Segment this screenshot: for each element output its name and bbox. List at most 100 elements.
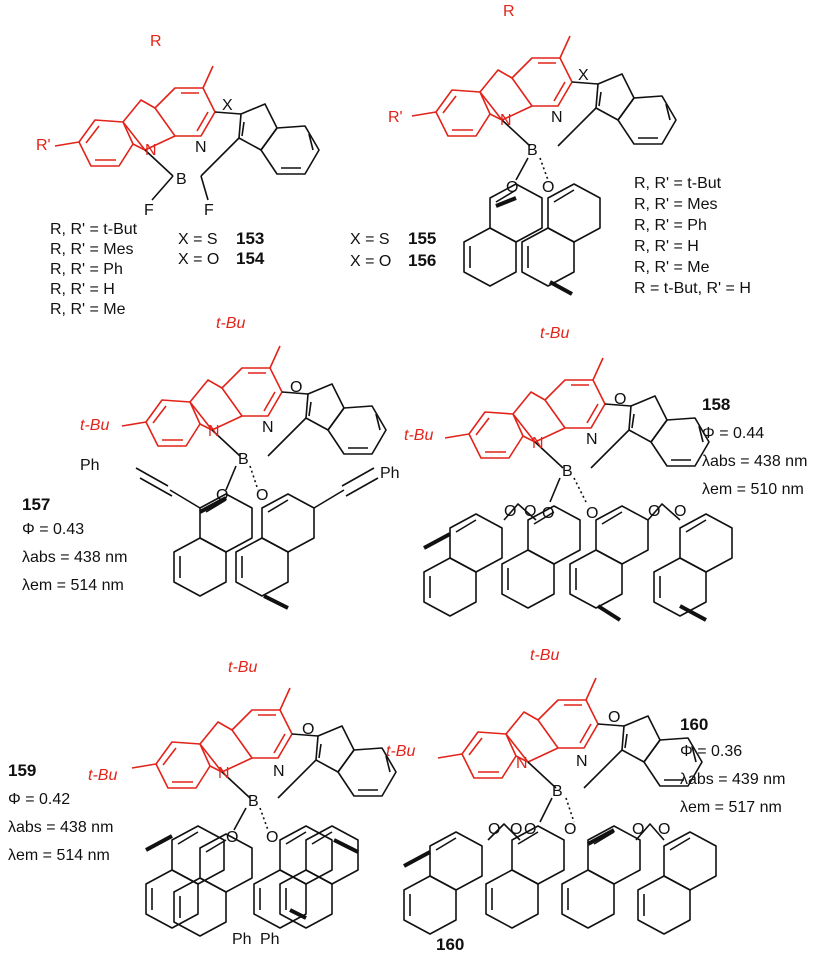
sub-tBu: t-Bu	[228, 659, 257, 676]
atom-O: O	[506, 179, 518, 196]
quantum-yield: Φ = 0.43	[22, 521, 84, 538]
atom-N: N	[208, 423, 220, 440]
sub-tBu: t-Bu	[530, 647, 559, 664]
atom-O: O	[632, 821, 644, 838]
atom-N: N	[273, 763, 285, 780]
atom-N: N	[551, 109, 563, 126]
atom-X: X	[578, 67, 589, 84]
atom-O: O	[614, 391, 626, 408]
atom-O: O	[524, 503, 536, 520]
atom-O: O	[226, 829, 238, 846]
structure-155-156: N N B O O X R R'	[388, 3, 677, 296]
sub-R-prime: R'	[36, 137, 51, 154]
atom-O: O	[586, 505, 598, 522]
atom-O: O	[524, 821, 536, 838]
atom-X: X	[222, 97, 233, 114]
atom-B: B	[176, 171, 187, 188]
atom-N: N	[516, 755, 528, 772]
substituent-line: R, R' = Mes	[50, 241, 134, 258]
atom-N: N	[576, 753, 588, 770]
sub-Ph: Ph	[232, 931, 252, 948]
absorption-max: λabs = 439 nm	[680, 771, 785, 788]
structure-160: N N B O O O O O O O t-Bu t-Bu 160	[386, 647, 717, 954]
sub-tBu: t-Bu	[386, 743, 415, 760]
atom-O: O	[266, 829, 278, 846]
atom-N: N	[262, 419, 274, 436]
atom-O: O	[488, 821, 500, 838]
atom-O: O	[658, 821, 670, 838]
substituent-line: R, R' = H	[634, 238, 699, 255]
atom-B: B	[248, 793, 259, 810]
substituent-line: R, R' = Me	[50, 301, 126, 318]
compound-id: 155	[408, 229, 436, 248]
atom-O: O	[510, 821, 522, 838]
absorption-max: λabs = 438 nm	[8, 819, 113, 836]
sub-R: R	[150, 33, 162, 50]
atom-O: O	[674, 503, 686, 520]
sub-R: R	[503, 3, 515, 20]
emission-max: λem = 514 nm	[8, 847, 110, 864]
atom-O: O	[542, 179, 554, 196]
emission-max: λem = 514 nm	[22, 577, 124, 594]
atom-N: N	[500, 112, 512, 129]
compound-id: 160	[680, 715, 708, 734]
sub-tBu: t-Bu	[404, 427, 433, 444]
substituent-line: R, R' = Mes	[634, 196, 718, 213]
atom-B: B	[552, 783, 563, 800]
atom-O: O	[290, 379, 302, 396]
x-definition: X = S	[350, 231, 390, 248]
atom-O: O	[504, 503, 516, 520]
atom-B: B	[527, 142, 538, 159]
atom-F: F	[204, 202, 214, 219]
compound-id-bottom: 160	[436, 935, 464, 954]
x-definition: X = O	[178, 251, 219, 268]
info-157: 157 Φ = 0.43 λabs = 438 nm λem = 514 nm	[22, 495, 127, 594]
atom-F: F	[144, 202, 154, 219]
sub-Ph: Ph	[380, 465, 400, 482]
absorption-max: λabs = 438 nm	[22, 549, 127, 566]
legend-153-154: R, R' = t-But R, R' = Mes R, R' = Ph R, …	[50, 221, 265, 318]
absorption-max: λabs = 438 nm	[702, 453, 807, 470]
quantum-yield: Φ = 0.36	[680, 743, 742, 760]
atom-O: O	[564, 821, 576, 838]
compound-id: 157	[22, 495, 50, 514]
structure-158: N N B O O O O O O O t-Bu t-Bu	[404, 325, 733, 622]
compound-id: 156	[408, 251, 436, 270]
atom-N: N	[218, 765, 230, 782]
structure-159: Ph Ph N N B O O O t-Bu t-Bu	[88, 659, 397, 948]
emission-max: λem = 510 nm	[702, 481, 804, 498]
atom-N: N	[532, 435, 544, 452]
atom-O: O	[256, 487, 268, 504]
atom-B: B	[238, 451, 249, 468]
atom-N: N	[145, 142, 157, 159]
quantum-yield: Φ = 0.44	[702, 425, 764, 442]
x-definition: X = S	[178, 231, 218, 248]
atom-N: N	[195, 139, 207, 156]
substituent-line: R, R' = Ph	[634, 217, 707, 234]
atom-O: O	[608, 709, 620, 726]
emission-max: λem = 517 nm	[680, 799, 782, 816]
x-definition: X = O	[350, 253, 391, 270]
structure-157: Ph Ph N N B O O O t-Bu t-Bu	[80, 315, 400, 610]
sub-tBu: t-Bu	[216, 315, 245, 332]
sub-Ph: Ph	[260, 931, 280, 948]
substituent-line: R, R' = t-But	[634, 175, 722, 192]
substituent-line: R, R' = H	[50, 281, 115, 298]
info-160: 160 Φ = 0.36 λabs = 439 nm λem = 517 nm	[680, 715, 785, 816]
sub-tBu: t-Bu	[540, 325, 569, 342]
quantum-yield: Φ = 0.42	[8, 791, 70, 808]
compound-id: 158	[702, 395, 730, 414]
atom-N: N	[586, 431, 598, 448]
substituent-line: R, R' = t-But	[50, 221, 138, 238]
atom-O: O	[542, 505, 554, 522]
compound-id: 159	[8, 761, 36, 780]
legend-155-156: R, R' = t-But R, R' = Mes R, R' = Ph R, …	[350, 175, 751, 297]
substituent-line: R, R' = Ph	[50, 261, 123, 278]
compound-id: 153	[236, 229, 264, 248]
sub-R-prime: R'	[388, 109, 403, 126]
sub-Ph: Ph	[80, 457, 100, 474]
info-158: 158 Φ = 0.44 λabs = 438 nm λem = 510 nm	[702, 395, 807, 498]
substituent-line: R = t-But, R' = H	[634, 280, 751, 297]
sub-tBu: t-Bu	[80, 417, 109, 434]
